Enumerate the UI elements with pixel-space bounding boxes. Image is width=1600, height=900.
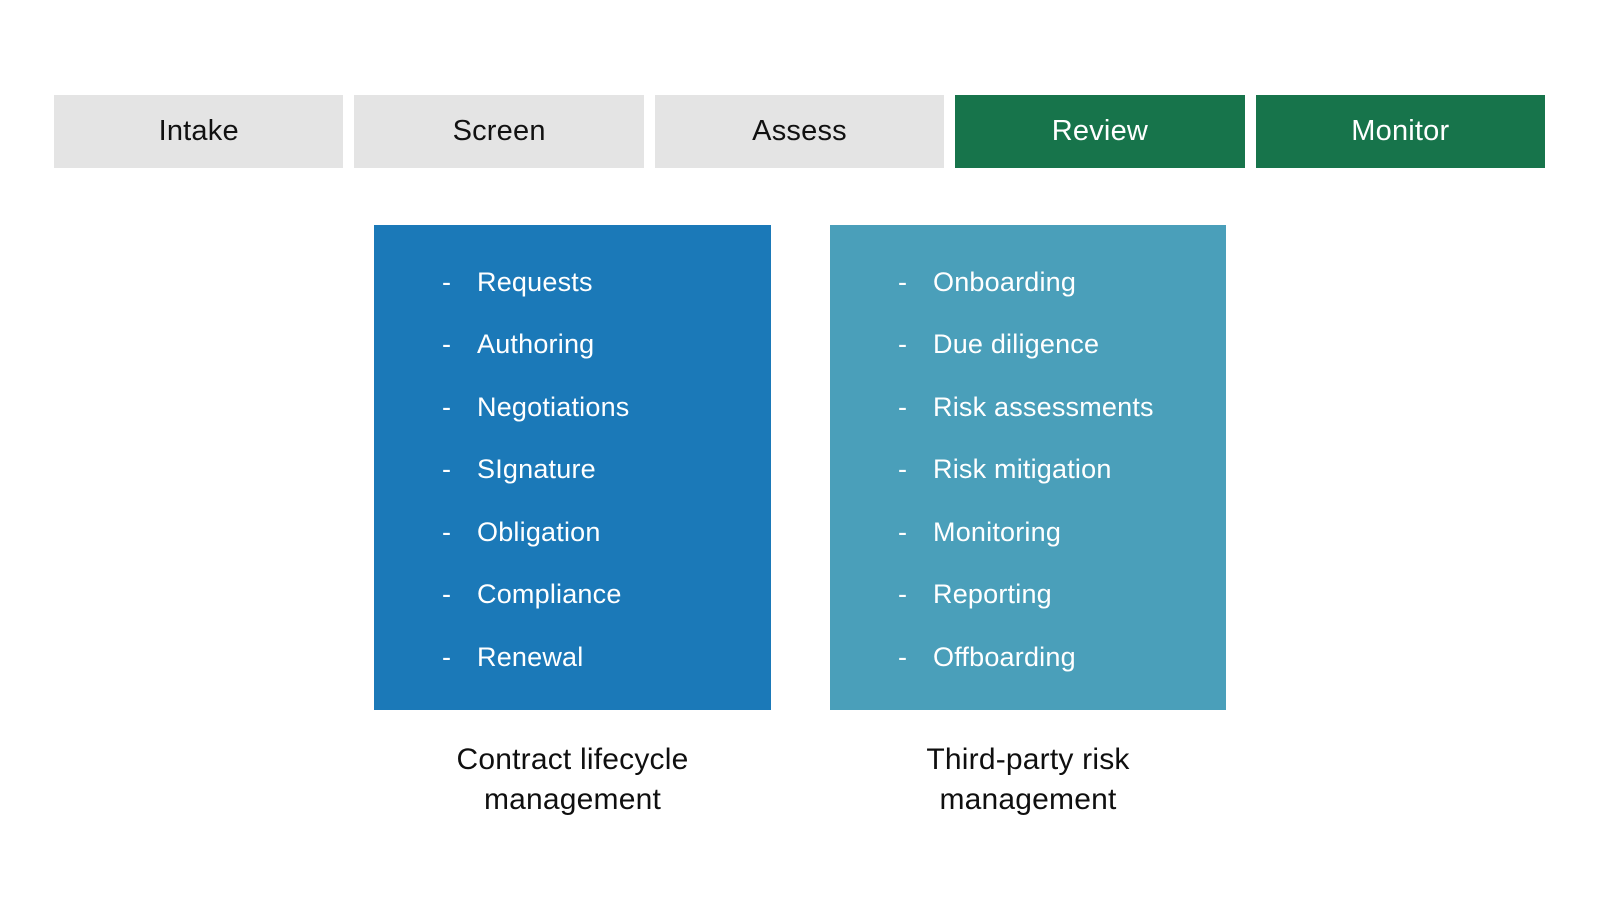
list-item: - Authoring — [442, 314, 761, 377]
list-item: - Monitoring — [898, 501, 1216, 564]
caption-line: management — [939, 783, 1117, 816]
panel-third-party-risk-list: - Onboarding - Due diligence - Risk asse… — [830, 225, 1226, 689]
caption-contract-lifecycle: Contract lifecycle management — [374, 740, 771, 820]
bullet-dash: - — [898, 266, 908, 297]
list-item-label: Monitoring — [933, 516, 1062, 547]
list-item-label: Onboarding — [933, 266, 1077, 297]
list-item-label: Requests — [477, 266, 593, 297]
list-item: - Risk assessments — [898, 376, 1216, 439]
list-item: - Offboarding — [898, 626, 1216, 689]
list-item: - Reporting — [898, 564, 1216, 627]
bullet-dash: - — [442, 391, 452, 422]
list-item-label: Offboarding — [933, 641, 1076, 672]
list-item-label: Authoring — [477, 329, 595, 360]
list-item-label: Risk mitigation — [933, 454, 1112, 485]
list-item: - Requests — [442, 251, 761, 314]
list-item-label: Renewal — [477, 641, 584, 672]
list-item: - Due diligence — [898, 314, 1216, 377]
list-item-label: Reporting — [933, 579, 1052, 610]
list-item-label: Due diligence — [933, 329, 1100, 360]
panel-contract-lifecycle: - Requests - Authoring - Negotiations - … — [374, 225, 771, 710]
list-item: - Onboarding — [898, 251, 1216, 314]
list-item: - Negotiations — [442, 376, 761, 439]
caption-line: management — [483, 783, 662, 816]
list-item: - Compliance — [442, 564, 761, 627]
list-item-label: Compliance — [477, 579, 622, 610]
bullet-dash: - — [898, 516, 908, 547]
stage-intake[interactable]: Intake — [54, 95, 344, 168]
stage-review[interactable]: Review — [955, 95, 1245, 168]
list-item: - Risk mitigation — [898, 439, 1216, 502]
list-item: - Obligation — [442, 501, 761, 564]
bullet-dash: - — [898, 454, 908, 485]
list-item-label: SIgnature — [477, 454, 596, 485]
list-item-label: Negotiations — [477, 391, 630, 422]
bullet-dash: - — [442, 516, 452, 547]
panel-contract-lifecycle-list: - Requests - Authoring - Negotiations - … — [374, 225, 771, 689]
caption-third-party-risk: Third-party risk management — [830, 740, 1226, 820]
stage-row: Intake Screen Assess Review Monitor — [54, 95, 1546, 168]
bullet-dash: - — [442, 454, 452, 485]
caption-line: Contract lifecycle — [456, 743, 689, 776]
bullet-dash: - — [442, 266, 452, 297]
bullet-dash: - — [898, 391, 908, 422]
bullet-dash: - — [442, 329, 452, 360]
panel-third-party-risk: - Onboarding - Due diligence - Risk asse… — [830, 225, 1226, 710]
bullet-dash: - — [442, 641, 452, 672]
bullet-dash: - — [898, 329, 908, 360]
list-item: - SIgnature — [442, 439, 761, 502]
stage-assess[interactable]: Assess — [654, 95, 945, 168]
caption-line: Third-party risk — [926, 743, 1130, 776]
list-item: - Renewal — [442, 626, 761, 689]
list-item-label: Obligation — [477, 516, 601, 547]
bullet-dash: - — [898, 579, 908, 610]
stage-screen[interactable]: Screen — [354, 95, 644, 168]
stage-monitor[interactable]: Monitor — [1255, 95, 1546, 168]
bullet-dash: - — [442, 579, 452, 610]
list-item-label: Risk assessments — [933, 391, 1154, 422]
bullet-dash: - — [898, 641, 908, 672]
